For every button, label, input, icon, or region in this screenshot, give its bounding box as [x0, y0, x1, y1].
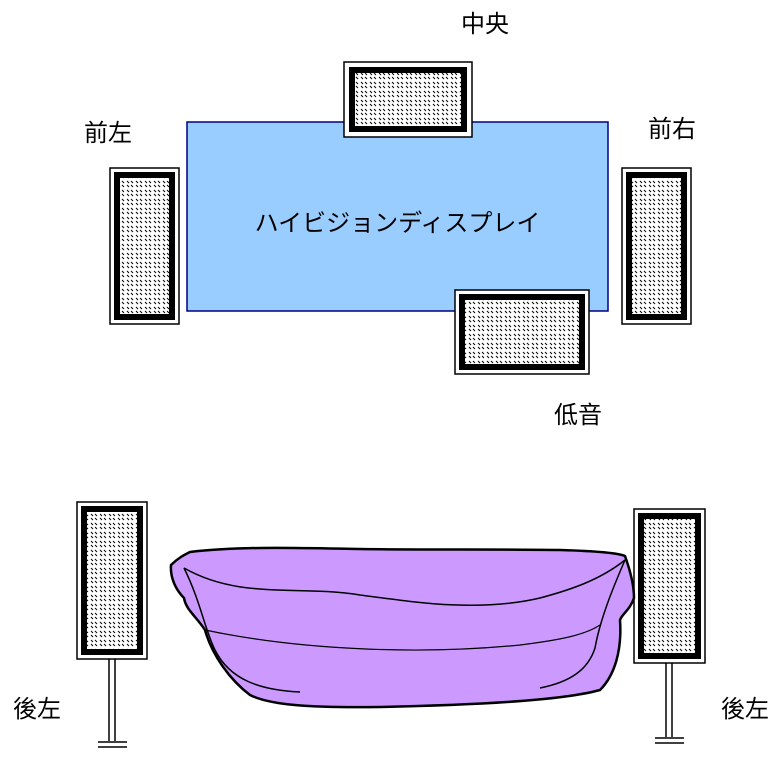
speaker-rear-right — [633, 508, 706, 744]
speaker-subwoofer — [454, 289, 590, 375]
speaker-rear-left — [76, 501, 148, 748]
label-center: 中央 — [461, 10, 509, 38]
speaker-center — [343, 61, 473, 138]
label-subwoofer: 低音 — [554, 401, 602, 429]
speaker-front-right — [621, 167, 692, 325]
label-rear-right: 後左 — [721, 695, 769, 723]
label-front-left: 前左 — [84, 119, 132, 147]
sofa — [169, 546, 636, 709]
display-label: ハイビジョンディスプレイ — [254, 208, 541, 237]
label-front-right: 前右 — [648, 115, 696, 143]
speaker-front-left — [109, 167, 180, 325]
hd-display — [186, 121, 609, 312]
label-rear-left: 後左 — [13, 695, 61, 723]
